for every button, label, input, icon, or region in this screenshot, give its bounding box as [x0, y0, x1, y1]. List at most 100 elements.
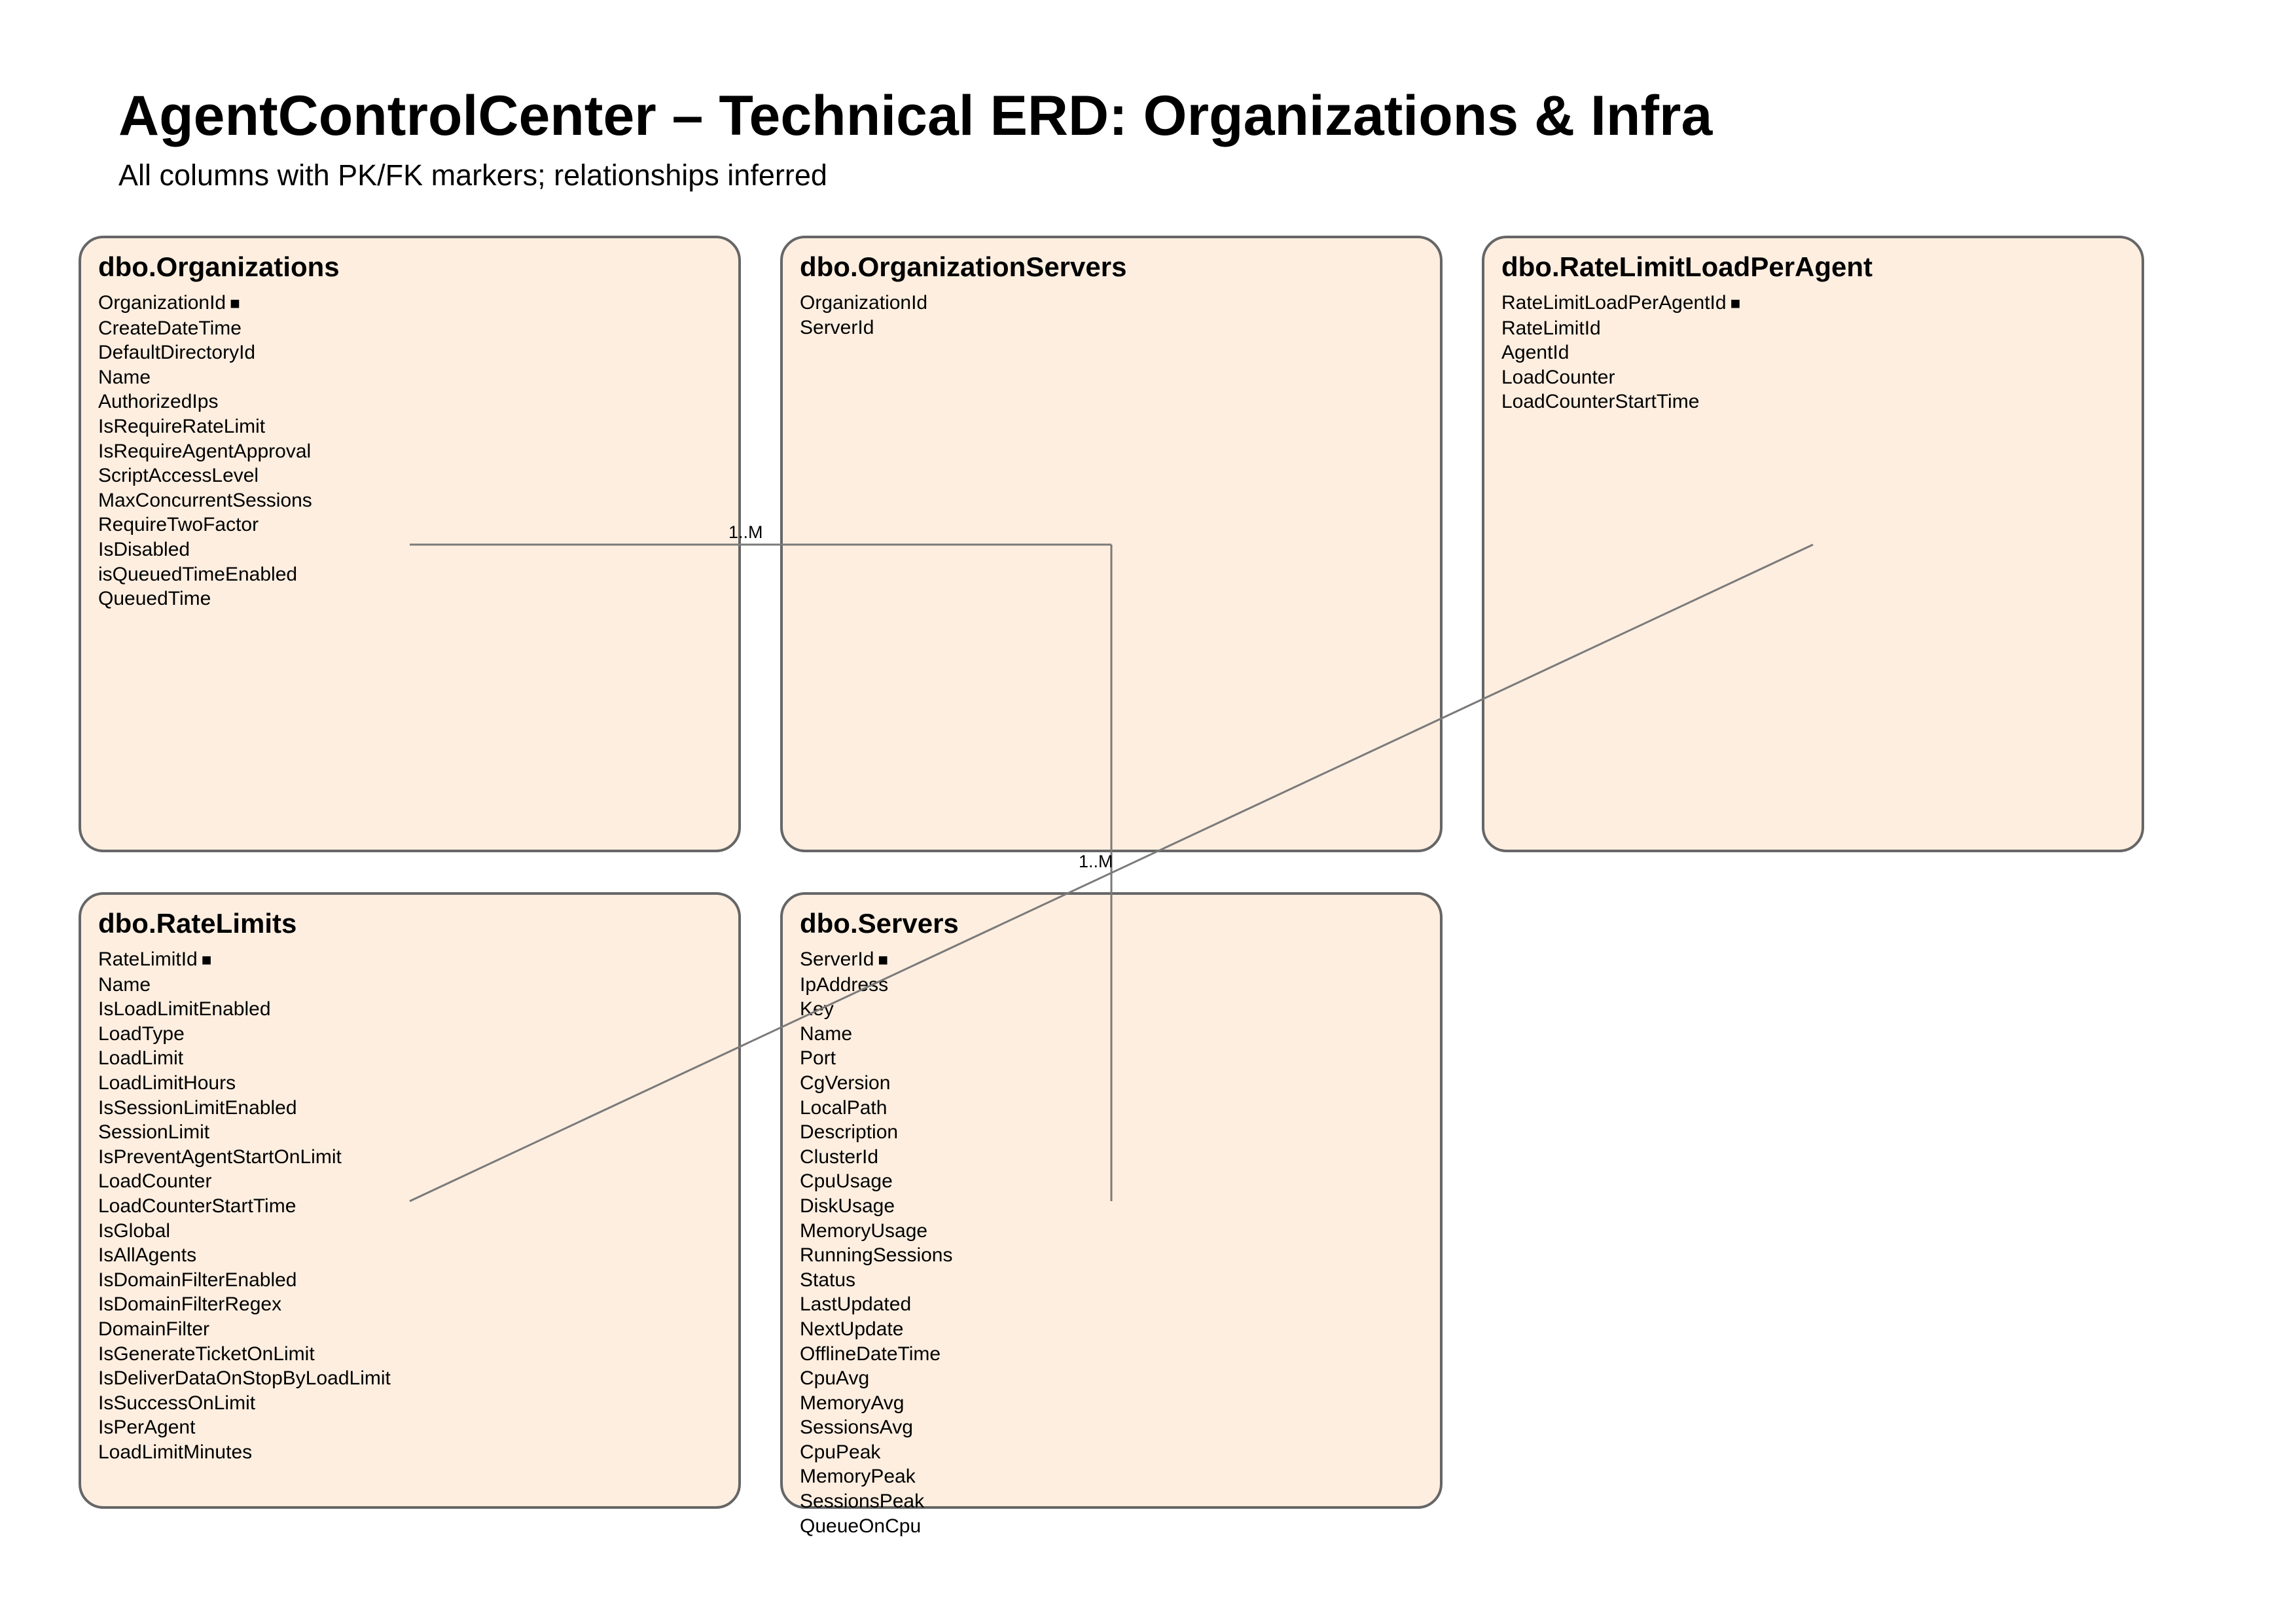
column-name: AgentId — [1501, 342, 1570, 364]
column-row: ClusterId — [800, 1145, 952, 1170]
column-row: CpuPeak — [800, 1440, 952, 1465]
column-row: OrganizationId — [800, 291, 927, 316]
entity-title: dbo.Organizations — [98, 251, 340, 282]
column-name: IsGenerateTicketOnLimit — [98, 1343, 315, 1365]
column-name: SessionLimit — [98, 1121, 210, 1144]
column-row: ScriptAccessLevel — [98, 463, 312, 488]
column-row: CpuUsage — [800, 1169, 952, 1194]
column-name: Name — [800, 1022, 853, 1045]
column-row: CpuAvg — [800, 1366, 952, 1391]
column-row: IsDisabled — [98, 537, 312, 562]
column-row: ServerId — [800, 316, 927, 340]
column-name: RequireTwoFactor — [98, 514, 259, 536]
column-row: IsGenerateTicketOnLimit — [98, 1342, 391, 1367]
column-name: ClusterId — [800, 1146, 879, 1168]
column-row: AuthorizedIps — [98, 389, 312, 414]
column-row: SessionLimit — [98, 1120, 391, 1145]
column-name: LoadLimitMinutes — [98, 1441, 253, 1463]
column-name: QueuedTime — [98, 588, 211, 610]
column-name: ServerId — [800, 948, 874, 970]
column-name: OrganizationId — [800, 292, 928, 314]
column-row: RateLimitId — [1501, 316, 1740, 341]
column-name: Port — [800, 1047, 836, 1070]
column-row: isQueuedTimeEnabled — [98, 562, 312, 587]
column-row: IsAllAgents — [98, 1243, 391, 1268]
column-row: IsRequireAgentApproval — [98, 439, 312, 464]
column-row: SessionsAvg — [800, 1415, 952, 1440]
entity-title: dbo.OrganizationServers — [800, 251, 1127, 282]
column-name: IsPreventAgentStartOnLimit — [98, 1146, 342, 1168]
column-row: DefaultDirectoryId — [98, 340, 312, 365]
column-name: LoadCounter — [1501, 366, 1615, 388]
column-row: IsSessionLimitEnabled — [98, 1096, 391, 1121]
column-name: QueueOnCpu — [800, 1515, 922, 1537]
column-name: Status — [800, 1269, 856, 1291]
column-name: IpAddress — [800, 973, 889, 996]
column-name: MemoryAvg — [800, 1392, 905, 1414]
column-row: LocalPath — [800, 1096, 952, 1121]
column-row: RateLimitId■ — [98, 947, 391, 973]
primary-key-icon: ■ — [201, 950, 212, 969]
column-row: Status — [800, 1268, 952, 1293]
column-row: LoadCounterStartTime — [1501, 389, 1740, 414]
column-row: RateLimitLoadPerAgentId■ — [1501, 291, 1740, 316]
column-name: CpuAvg — [800, 1367, 870, 1390]
column-name: MaxConcurrentSessions — [98, 489, 312, 511]
entity-title: dbo.RateLimits — [98, 908, 297, 939]
column-name: CpuUsage — [800, 1170, 893, 1193]
column-row: RunningSessions — [800, 1243, 952, 1268]
column-row: OfflineDateTime — [800, 1342, 952, 1367]
column-name: CreateDateTime — [98, 317, 242, 339]
column-row: RequireTwoFactor — [98, 513, 312, 537]
column-row: Key — [800, 997, 952, 1022]
column-row: LoadCounter — [1501, 365, 1740, 390]
column-name: AuthorizedIps — [98, 391, 219, 413]
column-row: IsPreventAgentStartOnLimit — [98, 1145, 391, 1170]
column-name: SessionsPeak — [800, 1490, 925, 1513]
column-name: RateLimitId — [1501, 317, 1601, 339]
column-row: QueueOnCpu — [800, 1514, 952, 1539]
column-name: IsGlobal — [98, 1219, 171, 1242]
column-row: LoadType — [98, 1022, 391, 1047]
entity-title: dbo.Servers — [800, 908, 959, 939]
primary-key-icon: ■ — [878, 950, 889, 969]
column-name: MemoryPeak — [800, 1466, 916, 1488]
column-name: MemoryUsage — [800, 1219, 928, 1242]
column-row: QueuedTime — [98, 586, 312, 611]
cardinality-label: 1..M — [1079, 852, 1113, 871]
column-name: isQueuedTimeEnabled — [98, 563, 298, 585]
column-name: LoadCounter — [98, 1170, 212, 1193]
column-row: IsGlobal — [98, 1219, 391, 1244]
column-name: CpuPeak — [800, 1441, 881, 1463]
column-name: SessionsAvg — [800, 1416, 913, 1439]
column-name: OrganizationId — [98, 292, 226, 314]
column-name: ServerId — [800, 316, 874, 338]
column-name: IsDeliverDataOnStopByLoadLimit — [98, 1367, 391, 1390]
column-name: NextUpdate — [800, 1318, 904, 1340]
column-name: IsDomainFilterRegex — [98, 1293, 282, 1316]
column-name: LocalPath — [800, 1096, 888, 1119]
column-row: Port — [800, 1046, 952, 1071]
column-name: Description — [800, 1121, 899, 1144]
column-row: ServerId■ — [800, 947, 952, 973]
column-row: IsDeliverDataOnStopByLoadLimit — [98, 1366, 391, 1391]
column-row: OrganizationId■ — [98, 291, 312, 316]
column-name: IsSuccessOnLimit — [98, 1392, 256, 1414]
column-name: CgVersion — [800, 1072, 891, 1094]
column-name: IsRequireRateLimit — [98, 415, 266, 437]
column-row: Name — [98, 973, 391, 998]
column-row: Description — [800, 1120, 952, 1145]
column-row: SessionsPeak — [800, 1489, 952, 1514]
column-name: Key — [800, 998, 834, 1020]
column-name: IsDomainFilterEnabled — [98, 1269, 297, 1291]
column-name: RunningSessions — [800, 1244, 953, 1267]
entity-title: dbo.RateLimitLoadPerAgent — [1501, 251, 1873, 282]
column-row: IsPerAgent — [98, 1415, 391, 1440]
entity-organizations: dbo.Organizations OrganizationId■CreateD… — [79, 236, 741, 852]
